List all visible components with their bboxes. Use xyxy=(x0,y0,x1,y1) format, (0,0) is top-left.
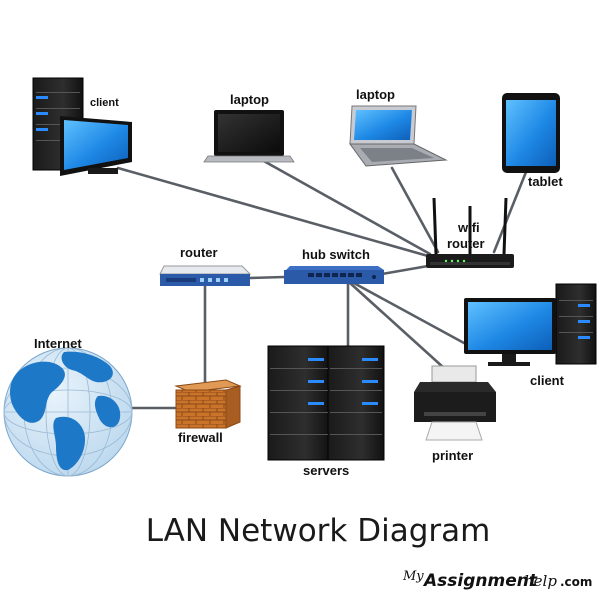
router-label: router xyxy=(180,245,218,260)
cable-client-wifi xyxy=(116,166,430,258)
cable-router-switch xyxy=(248,275,286,280)
hub-switch-device xyxy=(284,266,384,284)
client-right-device xyxy=(464,283,597,366)
wifi-router-label-line1: wifi xyxy=(457,220,480,235)
client-top-label: client xyxy=(90,97,119,109)
cable-laptop2-wifi xyxy=(390,166,440,254)
cable-switch-wifi xyxy=(380,264,430,276)
diagram-title: LAN Network Diagram xyxy=(146,513,491,549)
servers-device xyxy=(267,345,385,461)
internet-globe xyxy=(3,347,133,477)
laptop-2-label: laptop xyxy=(356,87,395,102)
client-right-label: client xyxy=(530,373,565,388)
cable-switch-client xyxy=(350,280,466,345)
firewall-device xyxy=(174,379,242,429)
laptop-1-label: laptop xyxy=(230,92,269,107)
hub-switch-label: hub switch xyxy=(302,247,370,262)
printer-device xyxy=(414,365,496,441)
router-device xyxy=(159,265,252,286)
laptop-2-device xyxy=(349,105,448,167)
brand-help: help xyxy=(524,572,557,590)
servers-label: servers xyxy=(303,463,349,478)
cable-switch-printer xyxy=(348,281,446,370)
brand-logo: My Assignment help .com xyxy=(402,569,592,591)
client-top-device xyxy=(32,77,132,176)
wifi-router-device xyxy=(426,197,514,268)
brand-com: .com xyxy=(560,575,592,589)
printer-label: printer xyxy=(432,448,473,463)
tablet-label: tablet xyxy=(528,174,563,189)
internet-label: Internet xyxy=(34,336,82,351)
tablet-device xyxy=(502,93,560,173)
cable-laptop1-wifi xyxy=(260,158,432,256)
cable-tablet-wifi xyxy=(492,170,528,254)
firewall-label: firewall xyxy=(178,430,223,445)
laptop-1-device xyxy=(203,110,295,163)
brand-my: My xyxy=(402,569,424,584)
network-cables xyxy=(116,158,528,410)
wifi-router-label-line2: router xyxy=(447,236,485,251)
brand-assignment: Assignment xyxy=(422,571,538,591)
